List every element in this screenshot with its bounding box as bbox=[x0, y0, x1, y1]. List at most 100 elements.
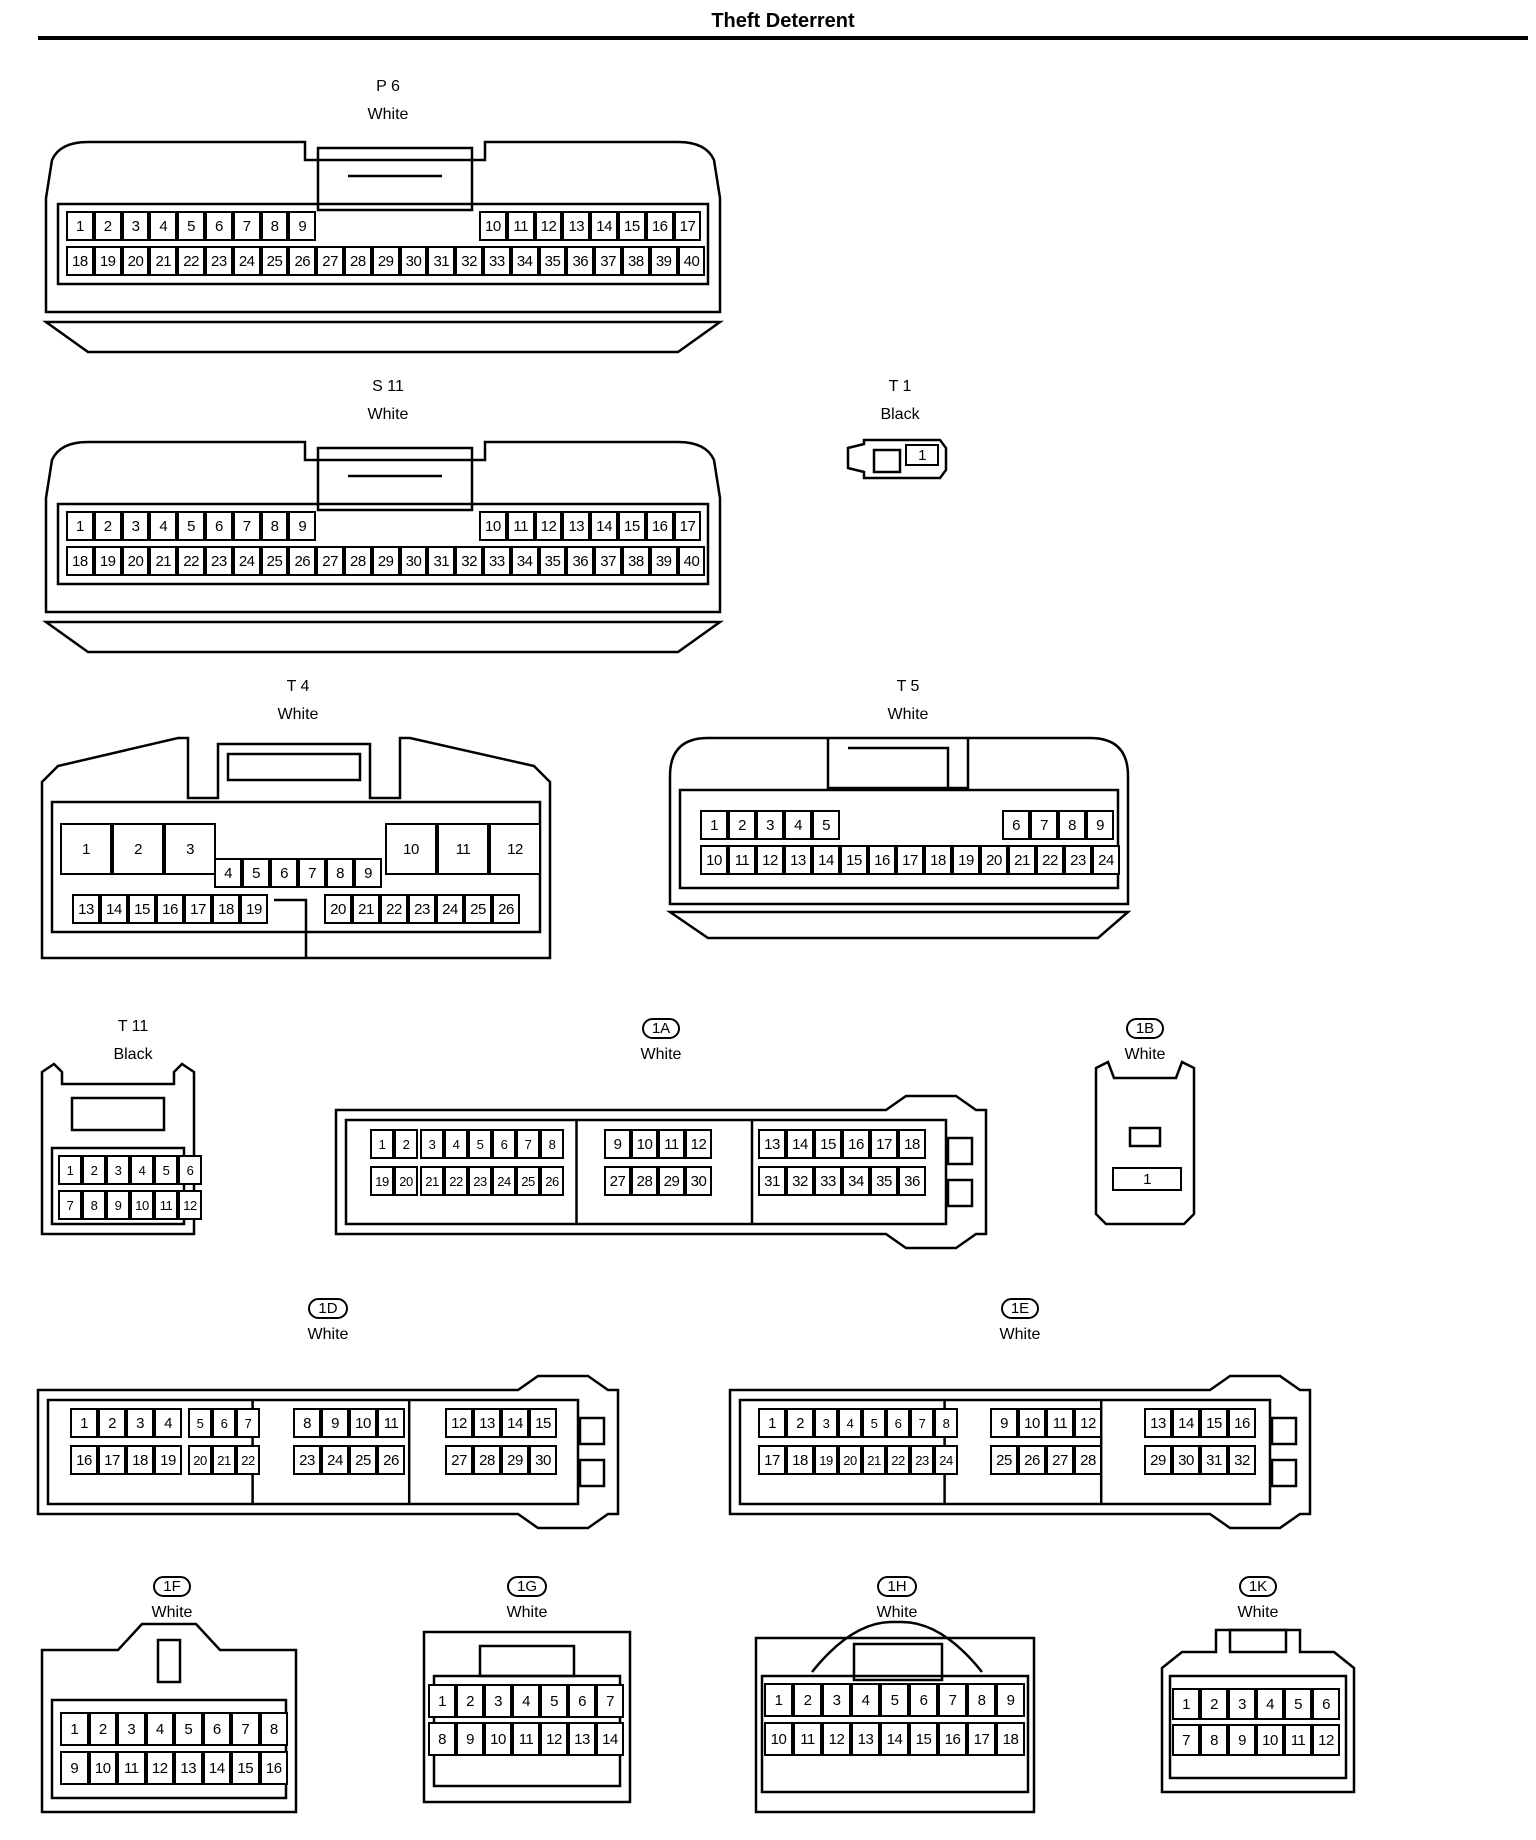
pin-cavity: 29 bbox=[371, 546, 400, 576]
pin-cavity: 5 bbox=[812, 810, 840, 840]
pin-cavity: 33 bbox=[483, 246, 511, 276]
housing-path bbox=[1270, 1458, 1298, 1488]
pin-cavity: 6 bbox=[212, 1408, 236, 1438]
pin-cavity: 5 bbox=[540, 1684, 568, 1718]
pin-cavity: 5 bbox=[174, 1712, 203, 1746]
pin-cavity: 16 bbox=[645, 511, 674, 541]
pin-cavity: 21 bbox=[862, 1445, 886, 1475]
housing-path bbox=[50, 1698, 288, 1800]
pin-cavity: 36 bbox=[566, 546, 595, 576]
pin-cavity: 7 bbox=[298, 858, 326, 888]
housing-path bbox=[50, 800, 542, 934]
connector-color: White bbox=[151, 1604, 193, 1621]
pin-cavity: 5 bbox=[242, 858, 270, 888]
housing-path bbox=[811, 1620, 983, 1673]
pin-cavity: 16 bbox=[938, 1722, 967, 1756]
pin-cavity: 23 bbox=[408, 894, 436, 924]
pin-cavity: 14 bbox=[100, 894, 128, 924]
pin-cavity: 14 bbox=[812, 845, 840, 875]
connector-code: T 1 bbox=[840, 378, 960, 396]
pin-cavity: 23 bbox=[205, 546, 233, 576]
pin-cavity: 13 bbox=[784, 845, 812, 875]
connector-code-text: 1G bbox=[506, 1576, 547, 1597]
pin-cavity: 16 bbox=[259, 1751, 288, 1785]
pin-cavity: 18 bbox=[786, 1445, 814, 1475]
housing-path bbox=[846, 438, 948, 480]
connector-code-text: 1A bbox=[641, 1018, 681, 1039]
pin-cavity: 15 bbox=[231, 1751, 260, 1785]
pin-cavity: 37 bbox=[594, 246, 622, 276]
pin-cavity: 7 bbox=[232, 211, 261, 241]
connector-code: 1B bbox=[1090, 1018, 1200, 1039]
pin-cavity: 17 bbox=[870, 1129, 898, 1159]
connector-code: 1H bbox=[752, 1576, 1042, 1597]
pin-cavity: 14 bbox=[501, 1408, 529, 1438]
pin-cavity: 2 bbox=[112, 823, 164, 875]
pin-cavity: 16 bbox=[842, 1129, 870, 1159]
pin-cavity: 35 bbox=[870, 1166, 898, 1196]
pin-cavity: 19 bbox=[240, 894, 268, 924]
pin-cavity: 4 bbox=[214, 858, 242, 888]
pin-cavity: 25 bbox=[260, 246, 289, 276]
connector-code-text: 1F bbox=[153, 1576, 191, 1597]
housing-path bbox=[578, 1416, 606, 1446]
pin-cavity: 19 bbox=[93, 246, 122, 276]
pin-cavity: 8 bbox=[82, 1190, 106, 1220]
connector-code-text: T 5 bbox=[896, 678, 920, 695]
page-title: Theft Deterrent bbox=[711, 10, 855, 32]
pin-cavity: 4 bbox=[838, 1408, 862, 1438]
pin-cavity: 18 bbox=[924, 845, 952, 875]
pin-cavity: 34 bbox=[510, 546, 539, 576]
housing-path bbox=[1128, 1126, 1162, 1148]
pin-cavity: 8 bbox=[934, 1408, 958, 1438]
housing-path bbox=[848, 746, 950, 788]
pin-cavity: 9 bbox=[990, 1408, 1018, 1438]
pin-cavity: 11 bbox=[154, 1190, 178, 1220]
pin-cavity: 6 bbox=[492, 1129, 516, 1159]
housing-path bbox=[70, 1096, 166, 1132]
pin-cavity: 6 bbox=[1002, 810, 1030, 840]
connector-code-text: T 11 bbox=[117, 1018, 149, 1035]
pin-cavity: 36 bbox=[898, 1166, 926, 1196]
pin-cavity: 2 bbox=[1200, 1688, 1228, 1720]
pin-cavity: 12 bbox=[445, 1408, 473, 1438]
pin-cavity: 29 bbox=[501, 1445, 529, 1475]
pin-cavity: 1 bbox=[66, 211, 94, 241]
pin-cavity: 8 bbox=[428, 1722, 456, 1756]
pin-cavity: 18 bbox=[126, 1445, 154, 1475]
housing-path bbox=[40, 1622, 298, 1814]
pin-cavity: 27 bbox=[445, 1445, 473, 1475]
pin-cavity: 21 bbox=[149, 546, 178, 576]
connector-color: Black bbox=[880, 406, 920, 423]
connector-code-text: T 1 bbox=[888, 378, 912, 395]
pin-cavity: 23 bbox=[293, 1445, 321, 1475]
pin-cavity: 31 bbox=[1200, 1445, 1228, 1475]
pin-cavity: 19 bbox=[952, 845, 980, 875]
pin-cavity: 15 bbox=[618, 511, 646, 541]
pin-cavity: 17 bbox=[98, 1445, 126, 1475]
pin-cavity: 7 bbox=[232, 511, 261, 541]
pin-cavity: 2 bbox=[394, 1129, 418, 1159]
pin-cavity: 4 bbox=[1256, 1688, 1284, 1720]
pin-cavity: 39 bbox=[649, 546, 678, 576]
pin-cavity: 25 bbox=[349, 1445, 377, 1475]
pin-cavity: 5 bbox=[880, 1683, 909, 1717]
pin-cavity: 27 bbox=[1046, 1445, 1074, 1475]
pin-cavity: 6 bbox=[886, 1408, 910, 1438]
pin-cavity: 16 bbox=[1228, 1408, 1256, 1438]
pin-cavity: 28 bbox=[344, 246, 372, 276]
pin-cavity: 26 bbox=[288, 546, 317, 576]
pin-cavity: 7 bbox=[596, 1684, 624, 1718]
pin-cavity: 6 bbox=[205, 211, 233, 241]
pin-cavity: 30 bbox=[529, 1445, 557, 1475]
pin-cavity: 9 bbox=[106, 1190, 130, 1220]
pin-cavity: 3 bbox=[814, 1408, 838, 1438]
pin-cavity: 38 bbox=[622, 246, 650, 276]
pin-cavity: 1 bbox=[905, 444, 939, 466]
pin-cavity: 28 bbox=[344, 546, 372, 576]
